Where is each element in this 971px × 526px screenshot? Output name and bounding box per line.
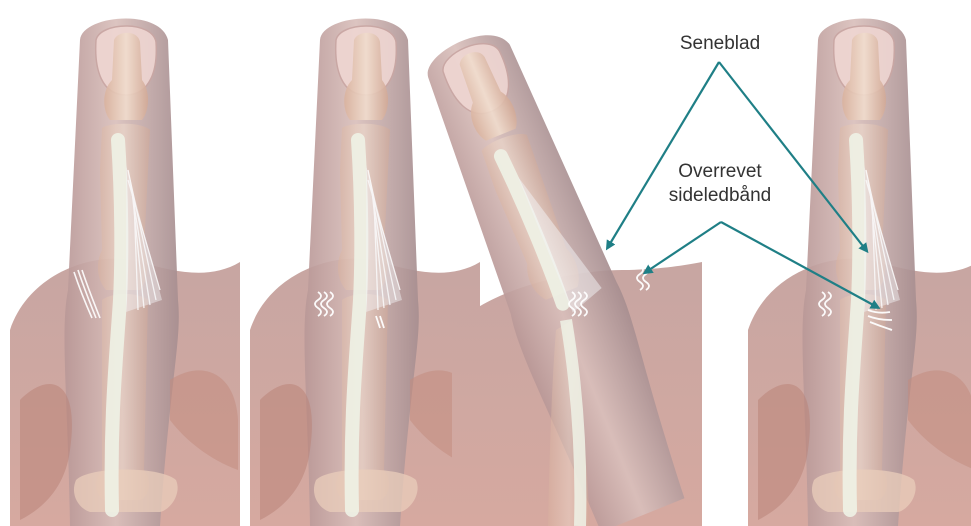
arrow-seneblad-left: [608, 62, 719, 247]
finger-panel-1: [10, 19, 240, 526]
arrow-sideledband-left: [646, 222, 721, 272]
label-overrevet: Overrevet: [655, 160, 785, 183]
label-sideledband: sideledbånd: [655, 184, 785, 207]
label-seneblad: Seneblad: [660, 32, 780, 55]
finger-panel-4: [748, 19, 971, 526]
